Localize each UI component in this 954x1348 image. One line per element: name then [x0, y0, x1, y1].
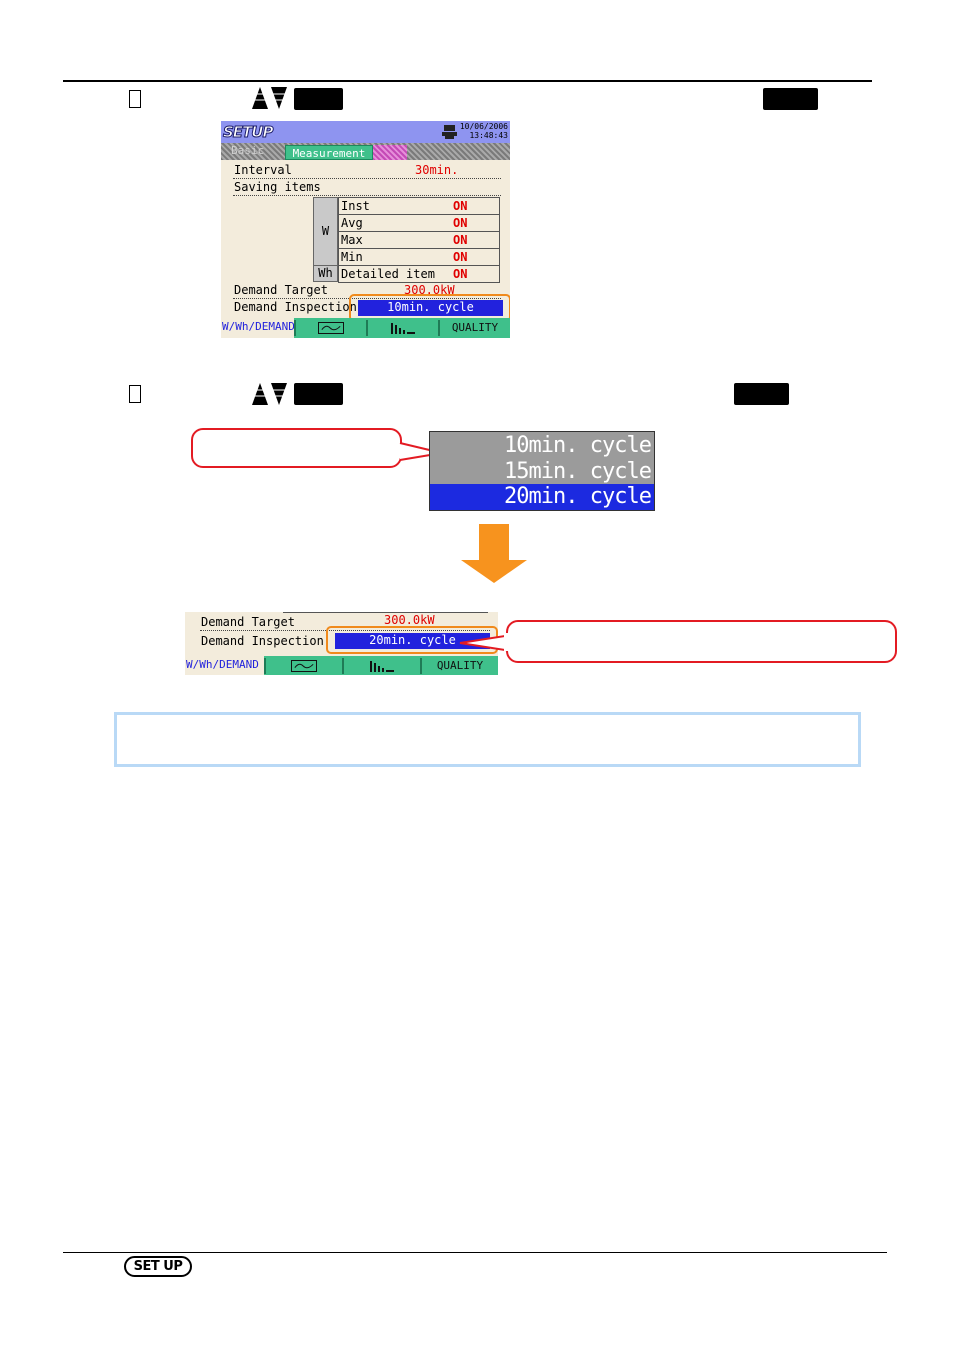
waveform-icon: [318, 322, 344, 334]
top-fragment-line: [283, 612, 488, 613]
up-down-arrows-icon: [252, 383, 287, 405]
dropdown-option-20min[interactable]: 20min. cycle: [430, 484, 654, 510]
divider: [233, 298, 501, 299]
divider: [233, 178, 501, 179]
device-icon: [442, 125, 457, 139]
screen-title: SETUP: [222, 123, 273, 142]
quality-button[interactable]: QUALITY: [420, 658, 498, 674]
datetime: 10/06/2006 13:48:43: [460, 122, 508, 140]
waveform-button[interactable]: [294, 320, 366, 336]
up-down-arrows-icon: [252, 87, 287, 109]
group-wh-label: Wh: [313, 265, 338, 282]
step-marker-2: [129, 385, 141, 403]
harmonics-button[interactable]: [366, 320, 438, 336]
demand-target-label: Demand Target: [234, 283, 328, 297]
demand-inspection-value[interactable]: 10min. cycle: [358, 300, 503, 316]
demand-inspection-label: Demand Inspection: [234, 300, 356, 314]
step-marker-1: [129, 90, 141, 108]
time-text: 13:48:43: [469, 131, 508, 140]
harmonics-icon: [370, 661, 394, 672]
group-w-label: W: [313, 197, 338, 266]
callout-connector: [459, 633, 519, 653]
dropdown-option-10min[interactable]: 10min. cycle: [504, 433, 652, 458]
callout-result: [506, 620, 897, 663]
waveform-button[interactable]: [264, 658, 342, 674]
bottom-bar: W/Wh/DEMAND QUALITY: [221, 318, 510, 338]
tab-other[interactable]: [373, 145, 407, 160]
divider: [233, 195, 501, 196]
setup-screen: SETUP 10/06/2006 13:48:43 Basic Measurem…: [221, 121, 510, 338]
key-button-icon: [294, 383, 343, 405]
demand-target-label: Demand Target: [201, 615, 295, 629]
enter-key-icon: [734, 383, 789, 405]
date-text: 10/06/2006: [459, 122, 508, 131]
header-rule: [63, 80, 872, 82]
bottom-bar: W/Wh/DEMAND QUALITY: [185, 656, 498, 675]
enter-key-icon: [763, 88, 818, 110]
callout-select: [191, 428, 402, 468]
demand-target-value[interactable]: 300.0kW: [404, 283, 455, 297]
interval-label: Interval: [234, 163, 292, 177]
note-box: [114, 712, 861, 767]
dropdown-option-15min[interactable]: 15min. cycle: [504, 459, 652, 484]
tab-measurement[interactable]: Measurement: [285, 145, 373, 160]
setup-screen-result: Demand Target 300.0kW Demand Inspection …: [185, 612, 498, 675]
demand-inspection-value[interactable]: 20min. cycle: [335, 633, 490, 649]
bottom-mode-label: W/Wh/DEMAND: [221, 318, 295, 338]
down-arrow-icon: [461, 524, 527, 583]
bottom-mode-label: W/Wh/DEMAND: [185, 656, 264, 675]
key-button-icon: [294, 88, 343, 110]
interval-value[interactable]: 30min.: [415, 163, 459, 177]
divider: [200, 630, 490, 631]
harmonics-button[interactable]: [342, 658, 420, 674]
tab-basic[interactable]: Basic: [231, 144, 265, 157]
callout-tail-mask: [504, 633, 510, 651]
demand-target-value[interactable]: 300.0kW: [384, 613, 435, 627]
demand-inspection-label: Demand Inspection: [201, 634, 324, 648]
footer-rule: [63, 1252, 887, 1253]
waveform-icon: [291, 660, 317, 672]
cycle-dropdown: 10min. cycle 15min. cycle 20min. cycle: [429, 431, 655, 511]
setup-key-icon: SET UP: [124, 1256, 192, 1277]
title-bar: SETUP 10/06/2006 13:48:43: [221, 121, 510, 143]
quality-button[interactable]: QUALITY: [438, 320, 510, 336]
harmonics-icon: [391, 323, 415, 334]
saving-items-label: Saving items: [234, 180, 321, 194]
